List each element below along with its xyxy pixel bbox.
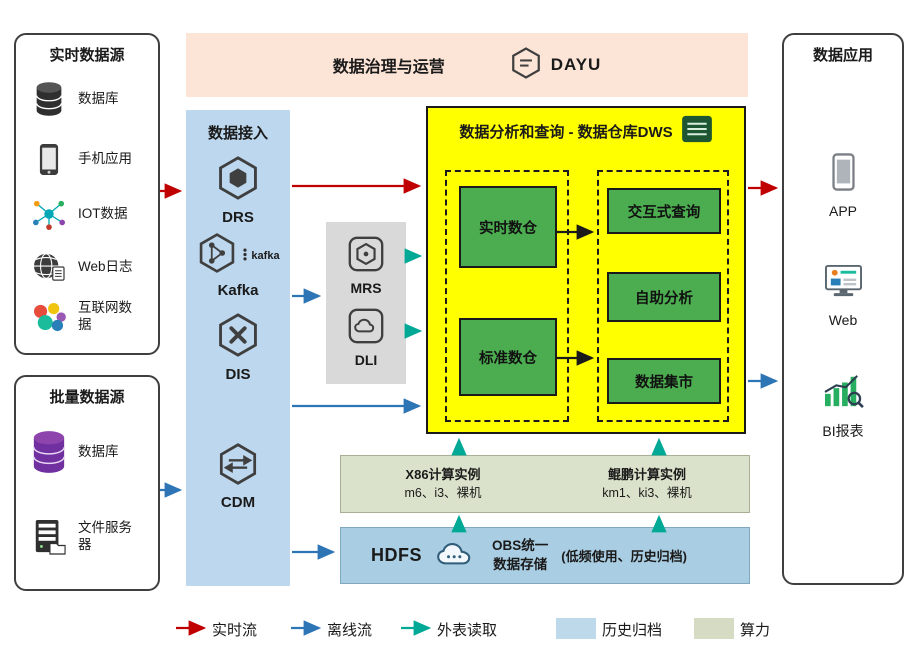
- obs-label: OBS统一 数据存储: [492, 537, 548, 573]
- service-drs: DRS: [186, 155, 290, 226]
- smartphone-icon: [831, 153, 855, 196]
- file-server-icon: [28, 519, 70, 555]
- app-label: Web: [828, 312, 858, 328]
- panel-title: 数据应用: [812, 47, 873, 64]
- interactive-query-box: 交互式查询: [607, 188, 721, 234]
- list-item: 手机应用: [28, 135, 152, 183]
- mrs-icon: [348, 236, 384, 277]
- service-label: DLI: [354, 352, 378, 368]
- governance-title: 数据治理与运营: [332, 59, 445, 76]
- dli-icon: [348, 308, 384, 349]
- storage-note: (低频使用、历史归档): [561, 549, 687, 564]
- list-item: 文件服务器: [28, 509, 152, 565]
- panel-title: 批量数据源: [49, 389, 125, 406]
- dws-warehouse-box: 数据分析和查询 - 数据仓库DWS 实时数仓 标准数仓 交互式查询 自助分析 数…: [426, 106, 746, 434]
- compute-title: 鲲鹏计算实例: [607, 466, 686, 482]
- app-label: APP: [828, 203, 857, 219]
- internet-data-icon: [28, 302, 70, 332]
- hdfs-label: HDFS: [371, 545, 422, 565]
- service-cdm: CDM: [186, 442, 290, 511]
- storage-box: HDFS OBS统一 数据存储 (低频使用、历史归档): [340, 527, 750, 584]
- service-kafka: kafka Kafka: [186, 232, 290, 299]
- web-monitor-icon: [822, 263, 865, 305]
- service-label: CDM: [220, 494, 256, 511]
- batch-sources-panel: 批量数据源 数据库: [14, 375, 160, 591]
- kafka-wordmark: kafka: [241, 248, 280, 264]
- data-access-column: 数据接入 DRS: [186, 110, 290, 586]
- compute-instances: km1、ki3、裸机: [602, 486, 692, 501]
- list-item: 数据库: [28, 75, 152, 123]
- source-label: 手机应用: [78, 150, 132, 166]
- analytics-engines-box: MRS DLI: [326, 222, 406, 384]
- list-item: 数据库: [28, 425, 152, 479]
- kafka-logo-icon: [241, 248, 249, 264]
- realtime-sources-panel: 实时数据源 数据库 手机应用: [14, 33, 160, 355]
- bi-chart-icon: [821, 373, 865, 414]
- obs-line1: OBS统一: [492, 538, 549, 554]
- legend-compute-power: 算力: [740, 622, 771, 639]
- kafka-wordmark-text: kafka: [251, 249, 280, 262]
- list-item: APP: [784, 153, 902, 219]
- dayu-brand: DAYU: [509, 46, 602, 85]
- app-label: BI报表: [822, 423, 864, 439]
- source-label: Web日志: [78, 258, 133, 274]
- self-service-analysis-box: 自助分析: [607, 272, 721, 322]
- applications-panel: 数据应用 APP: [782, 33, 904, 585]
- dws-title-row: 数据分析和查询 - 数据仓库DWS: [428, 115, 744, 147]
- source-label: 互联网数据: [78, 300, 132, 332]
- legend-external-read: 外表读取: [437, 622, 498, 639]
- data-mart-box: 数据集市: [607, 358, 721, 404]
- dayu-logo-text: DAYU: [550, 55, 602, 74]
- realtime-warehouse-box: 实时数仓: [459, 186, 557, 268]
- source-label: 数据库: [78, 443, 119, 459]
- list-item: Web: [784, 263, 902, 328]
- legend-history-archive: 历史归档: [602, 622, 663, 639]
- list-item: 互联网数据: [28, 293, 152, 341]
- source-label: 文件服务器: [78, 520, 132, 552]
- database-purple-icon: [28, 430, 70, 474]
- compute-title: X86计算实例: [405, 466, 481, 482]
- service-mrs: MRS: [326, 236, 406, 296]
- legend-offline-flow: 离线流: [327, 622, 373, 639]
- list-item: IOT数据: [28, 190, 152, 238]
- phone-icon: [28, 143, 70, 176]
- list-item: BI报表: [784, 373, 902, 441]
- service-label: DRS: [222, 209, 254, 226]
- standard-warehouse-box: 标准数仓: [459, 318, 557, 396]
- panel-title: 实时数据源: [49, 47, 125, 64]
- compute-instances: m6、i3、裸机: [404, 486, 482, 501]
- governance-banner: 数据治理与运营 DAYU: [186, 33, 748, 97]
- dws-ledger-icon: [681, 115, 713, 147]
- column-title: 数据接入: [207, 125, 268, 142]
- service-dis: DIS: [186, 312, 290, 383]
- capability-group: 交互式查询 自助分析 数据集市: [597, 170, 729, 422]
- service-dli: DLI: [326, 308, 406, 368]
- dws-title: 数据分析和查询 - 数据仓库DWS: [459, 123, 673, 141]
- iot-icon: [28, 198, 70, 230]
- legend-archive-swatch: [556, 618, 596, 639]
- service-label: MRS: [350, 280, 382, 296]
- obs-cloud-icon: [435, 537, 479, 574]
- source-label: 数据库: [78, 90, 119, 106]
- warehouse-group: 实时数仓 标准数仓: [445, 170, 569, 422]
- dayu-logo-icon: [509, 46, 543, 85]
- service-label: Kafka: [217, 282, 259, 299]
- dis-icon: [215, 312, 261, 363]
- source-label: IOT数据: [78, 205, 128, 221]
- obs-line2: 数据存储: [493, 556, 548, 572]
- service-label: DIS: [225, 366, 251, 383]
- list-item: Web日志: [28, 243, 152, 291]
- kunpeng-compute: 鲲鹏计算实例 km1、ki3、裸机: [545, 456, 749, 512]
- database-icon: [28, 81, 70, 117]
- cdm-icon: [216, 442, 260, 491]
- legend-realtime-flow: 实时流: [212, 622, 258, 639]
- kafka-icon: [196, 232, 238, 279]
- drs-icon: [215, 155, 261, 206]
- globe-log-icon: [28, 252, 70, 282]
- compute-instances-box: X86计算实例 m6、i3、裸机 鲲鹏计算实例 km1、ki3、裸机: [340, 455, 750, 513]
- x86-compute: X86计算实例 m6、i3、裸机: [341, 456, 545, 512]
- legend-compute-swatch: [694, 618, 734, 639]
